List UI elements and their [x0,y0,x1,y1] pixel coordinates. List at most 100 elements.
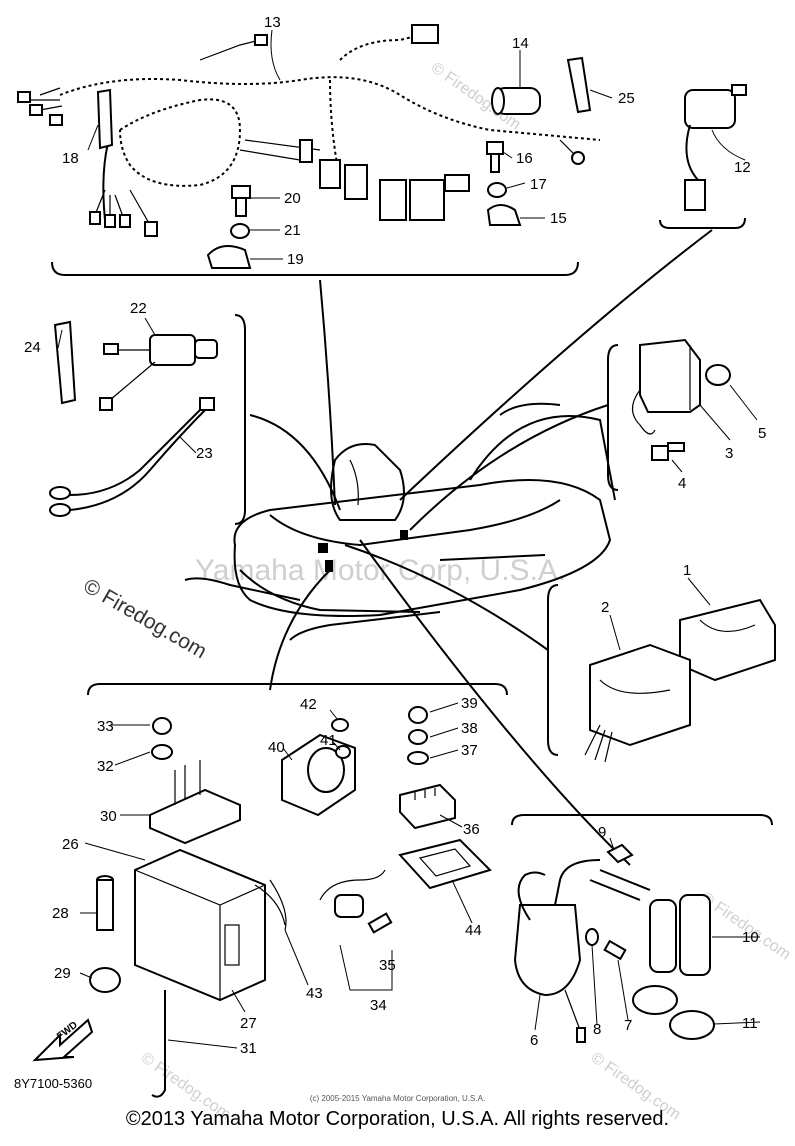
washer-32 [151,744,173,760]
callout-19: 19 [287,251,304,268]
callout-33: 33 [97,718,114,735]
bracket-left-group [234,314,246,525]
bracket-harness-group [51,261,579,276]
watermark-firedog-right: © Firedog.com [698,889,794,963]
fuse-holder-34 [319,869,393,934]
clamp-15 [486,204,522,226]
callout-7: 7 [624,1017,632,1034]
callout-4: 4 [678,475,686,492]
callout-6: 6 [530,1032,538,1049]
washer-37 [407,751,429,765]
cdi-unit-1 [679,598,776,682]
callout-18: 18 [62,150,79,167]
callout-12: 12 [734,159,751,176]
callout-8: 8 [593,1021,601,1038]
callout-32: 32 [97,758,114,775]
tube-28 [96,875,114,931]
bracket-battery-group [87,683,508,696]
callout-24: 24 [24,339,41,356]
clamp-19 [206,245,252,269]
ignition-coil-6 [513,859,601,1043]
fuse-box-36 [399,783,456,830]
bracket-ignition-group [511,814,773,826]
callout-40: 40 [268,739,285,756]
callout-10: 10 [742,929,759,946]
cable-tie-25 [566,56,592,114]
callout-39: 39 [461,695,478,712]
callout-14: 14 [512,35,529,52]
callout-34: 34 [370,997,387,1014]
callout-37: 37 [461,742,478,759]
connector-line-ignition [359,539,631,866]
callout-13: 13 [264,14,281,31]
wire-harness [17,24,601,237]
cdi-cover-2 [584,643,691,763]
callout-43: 43 [306,985,323,1002]
callout-30: 30 [100,808,117,825]
connector-line-left [249,414,341,511]
callout-23: 23 [196,445,213,462]
wire-43 [269,879,287,931]
damper-29 [89,967,121,993]
washer-38 [408,729,428,745]
callout-27: 27 [240,1015,257,1032]
callout-35: 35 [379,957,396,974]
connector-line-harness [319,279,336,506]
bolt-4 [651,442,685,461]
callout-2: 2 [601,599,609,616]
battery-27 [134,848,286,1002]
regulator-3 [631,338,701,435]
callout-labels: 13 14 25 12 18 16 17 15 20 21 19 22 24 2… [24,14,766,1057]
callout-20: 20 [284,190,301,207]
nut-17 [487,182,507,198]
nut-21 [230,223,250,239]
callout-21: 21 [284,222,301,239]
cable-tie-24 [53,320,77,405]
connector-line-battery [269,569,331,691]
callout-1: 1 [683,562,691,579]
callout-9: 9 [598,824,606,841]
plate-44 [398,838,492,890]
rod-31 [151,990,166,1098]
watermark-firedog-left: © Firedog.com [80,574,211,663]
callout-28: 28 [52,905,69,922]
callout-36: 36 [463,821,480,838]
callout-16: 16 [516,150,533,167]
cable-tie-18 [96,88,114,150]
callout-17: 17 [530,176,547,193]
wire-lead-23 [49,397,215,517]
bracket-switch-group [659,217,746,229]
spark-plug-cap-10 [589,869,711,976]
nut-5 [705,364,731,386]
bracket-30 [149,788,241,845]
bracket-cdi-group [547,584,559,756]
callout-42: 42 [300,696,317,713]
connector-line-regulator [409,404,609,531]
callout-25: 25 [618,90,635,107]
callout-3: 3 [725,445,733,462]
diagram-code: 8Y7100-5360 [14,1076,93,1091]
connector-line-switch [399,229,713,501]
callout-22: 22 [130,300,147,317]
leader-lines [57,29,761,1049]
callout-26: 26 [62,836,79,853]
callout-44: 44 [465,922,482,939]
holder-14 [491,87,541,115]
switch-22 [99,334,218,411]
nut-42 [331,718,349,732]
small-copyright: (c) 2005-2015 Yamaha Motor Corporation, … [309,1094,486,1103]
callout-41: 41 [320,732,337,749]
copyright-footer: ©2013 Yamaha Motor Corporation, U.S.A. A… [125,1108,670,1130]
fwd-arrow: FWD [32,1018,94,1062]
callout-15: 15 [550,210,567,227]
nut-33 [152,717,172,735]
bolt-16 [486,141,504,173]
callout-11: 11 [742,1015,758,1032]
bolt-20 [231,185,251,217]
bolt-7 [603,939,627,961]
callout-38: 38 [461,720,478,737]
plug-cap-cover-11 [632,985,715,1040]
watermark-main: Yamaha Motor Corp, U.S.A. [195,554,566,587]
main-switch-12 [684,84,747,211]
